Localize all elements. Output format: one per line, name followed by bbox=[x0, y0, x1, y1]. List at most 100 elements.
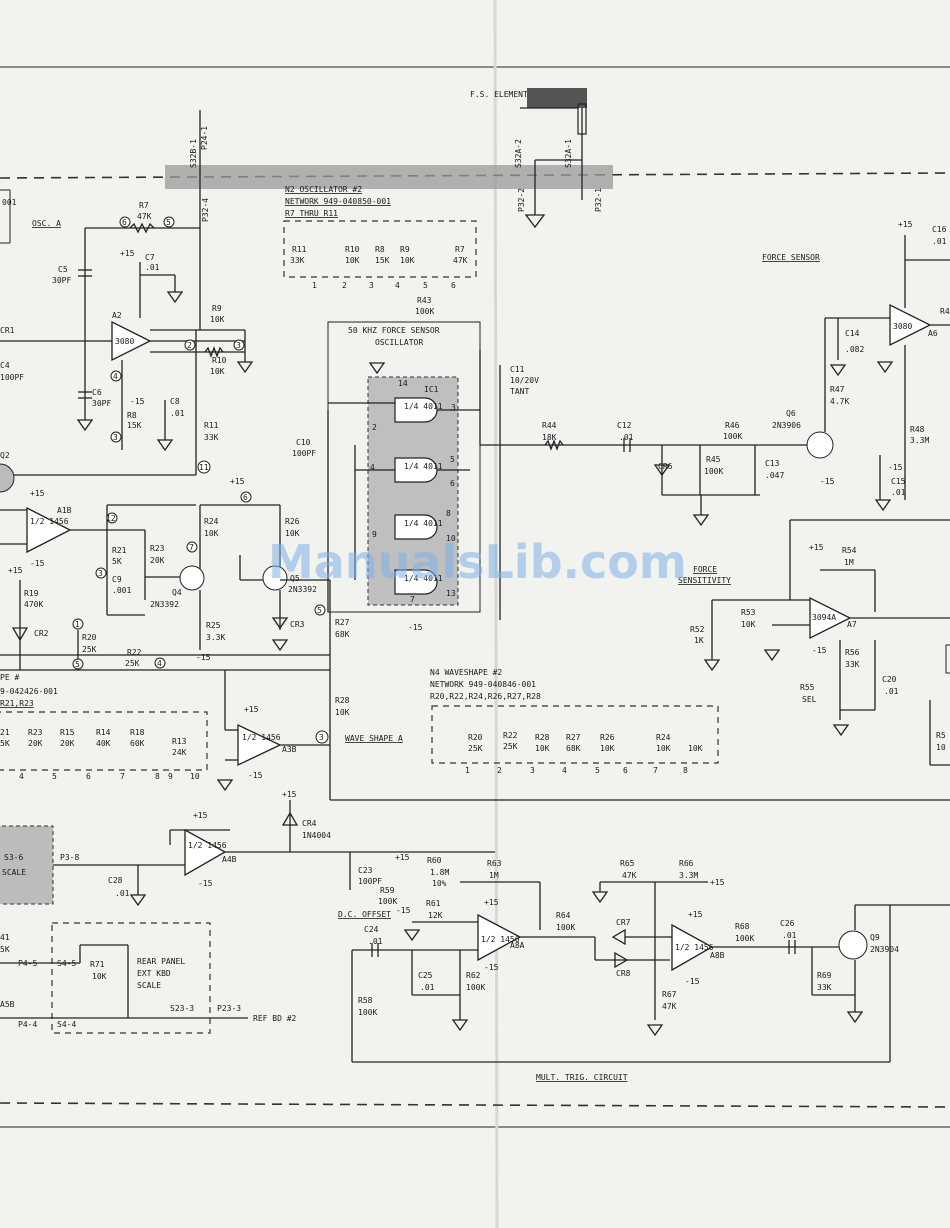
svg-text:C12: C12 bbox=[617, 421, 632, 430]
n2-resistor-network bbox=[283, 220, 477, 278]
svg-text:R25: R25 bbox=[206, 621, 221, 630]
svg-text:R11: R11 bbox=[204, 421, 219, 430]
svg-text:R14: R14 bbox=[96, 728, 111, 737]
svg-text:R5: R5 bbox=[936, 731, 946, 740]
svg-text:CR4: CR4 bbox=[302, 819, 317, 828]
svg-text:R22: R22 bbox=[127, 648, 142, 657]
svg-text:10K: 10K bbox=[600, 744, 615, 753]
svg-text:40K: 40K bbox=[96, 739, 111, 748]
svg-text:R45: R45 bbox=[706, 455, 721, 464]
svg-text:A2: A2 bbox=[112, 311, 122, 320]
svg-text:6: 6 bbox=[451, 281, 456, 290]
svg-text:.01: .01 bbox=[115, 889, 130, 898]
svg-text:1/4 4011: 1/4 4011 bbox=[404, 574, 443, 583]
svg-text:R21: R21 bbox=[112, 546, 127, 555]
q4-transistor bbox=[179, 565, 205, 591]
n2-oscillator-label: N2 OSCILLATOR #2 bbox=[285, 185, 362, 194]
svg-text:R23: R23 bbox=[150, 544, 165, 553]
svg-text:+15: +15 bbox=[282, 790, 297, 799]
svg-text:R56: R56 bbox=[845, 648, 860, 657]
svg-text:R48: R48 bbox=[910, 425, 925, 434]
r7-resistor bbox=[129, 222, 155, 234]
svg-text:5: 5 bbox=[423, 281, 428, 290]
r7-value: 47K bbox=[137, 212, 152, 221]
svg-text:R52: R52 bbox=[690, 625, 705, 634]
svg-text:P3-8: P3-8 bbox=[60, 853, 79, 862]
ref-bd-label: REF BD #2 bbox=[253, 1014, 297, 1023]
nand-gate-3 bbox=[394, 514, 438, 540]
svg-text:30PF: 30PF bbox=[92, 399, 111, 408]
svg-text:10: 10 bbox=[446, 534, 456, 543]
connector-strip bbox=[165, 165, 613, 189]
svg-text:C7: C7 bbox=[145, 253, 155, 262]
svg-text:C11: C11 bbox=[510, 365, 525, 374]
svg-text:5K: 5K bbox=[0, 739, 10, 748]
svg-text:C25: C25 bbox=[418, 971, 433, 980]
svg-text:2N3392: 2N3392 bbox=[150, 600, 179, 609]
svg-text:R43: R43 bbox=[417, 296, 432, 305]
svg-text:.047: .047 bbox=[765, 471, 784, 480]
svg-text:4: 4 bbox=[19, 772, 24, 781]
svg-text:3.3M: 3.3M bbox=[679, 871, 698, 880]
svg-text:21: 21 bbox=[0, 728, 10, 737]
sensitivity-label: SENSITIVITY bbox=[678, 576, 731, 585]
svg-text:R28: R28 bbox=[535, 733, 550, 742]
fs-element-block bbox=[527, 88, 587, 108]
svg-text:3.3M: 3.3M bbox=[910, 436, 929, 445]
svg-text:33K: 33K bbox=[845, 660, 860, 669]
svg-text:S23-3: S23-3 bbox=[170, 1004, 194, 1013]
svg-text:2N3904: 2N3904 bbox=[870, 945, 899, 954]
c5-label: C5 bbox=[58, 265, 68, 274]
svg-text:C4: C4 bbox=[0, 361, 10, 370]
svg-text:R27: R27 bbox=[335, 618, 350, 627]
watermark: ManualsLib.com bbox=[268, 535, 687, 589]
svg-text:R71: R71 bbox=[90, 960, 105, 969]
q9-transistor bbox=[838, 930, 868, 960]
svg-text:14: 14 bbox=[398, 379, 408, 388]
svg-text:R7: R7 bbox=[455, 245, 465, 254]
svg-text:R69: R69 bbox=[817, 971, 832, 980]
svg-text:3: 3 bbox=[236, 341, 241, 350]
svg-text:2N3906: 2N3906 bbox=[772, 421, 801, 430]
force-label: FORCE bbox=[693, 565, 717, 574]
svg-text:CR7: CR7 bbox=[616, 918, 631, 927]
svg-text:C14: C14 bbox=[845, 329, 860, 338]
svg-text:33K: 33K bbox=[817, 983, 832, 992]
svg-text:.01: .01 bbox=[891, 488, 906, 497]
svg-text:1.8M: 1.8M bbox=[430, 868, 449, 877]
svg-text:+15: +15 bbox=[809, 543, 824, 552]
a8a-amplifier bbox=[477, 913, 522, 962]
svg-text:1/4 4011: 1/4 4011 bbox=[404, 462, 443, 471]
svg-text:3: 3 bbox=[319, 733, 324, 742]
svg-text:-15: -15 bbox=[888, 463, 903, 472]
svg-text:-15: -15 bbox=[820, 477, 835, 486]
svg-text:20K: 20K bbox=[150, 556, 165, 565]
svg-text:8: 8 bbox=[683, 766, 688, 775]
svg-text:47K: 47K bbox=[453, 256, 468, 265]
svg-text:1: 1 bbox=[75, 620, 80, 629]
svg-text:R68: R68 bbox=[735, 922, 750, 931]
svg-text:.01: .01 bbox=[884, 687, 899, 696]
svg-text:+15: +15 bbox=[898, 220, 913, 229]
svg-text:3.3K: 3.3K bbox=[206, 633, 225, 642]
svg-text:68K: 68K bbox=[335, 630, 350, 639]
svg-text:+15: +15 bbox=[230, 477, 245, 486]
svg-text:CR1: CR1 bbox=[0, 326, 15, 335]
svg-text:.082: .082 bbox=[845, 345, 864, 354]
svg-text:25K: 25K bbox=[503, 742, 518, 751]
svg-text:C26: C26 bbox=[780, 919, 795, 928]
svg-text:9-042426-001: 9-042426-001 bbox=[0, 687, 58, 696]
svg-text:10K: 10K bbox=[92, 972, 107, 981]
ext-kbd-label: EXT KBD bbox=[137, 969, 171, 978]
svg-text:TANT: TANT bbox=[510, 387, 529, 396]
svg-text:5K: 5K bbox=[0, 945, 10, 954]
svg-text:A8B: A8B bbox=[710, 951, 725, 960]
svg-text:+15: +15 bbox=[484, 898, 499, 907]
svg-text:R48: R48 bbox=[940, 307, 950, 316]
svg-text:R20: R20 bbox=[468, 733, 483, 742]
svg-text:12K: 12K bbox=[428, 911, 443, 920]
force-sensor-osc-label: 50 KHZ FORCE SENSOR bbox=[348, 326, 440, 335]
svg-text:5: 5 bbox=[166, 218, 171, 227]
svg-text:4: 4 bbox=[157, 659, 162, 668]
svg-text:+15: +15 bbox=[120, 249, 135, 258]
